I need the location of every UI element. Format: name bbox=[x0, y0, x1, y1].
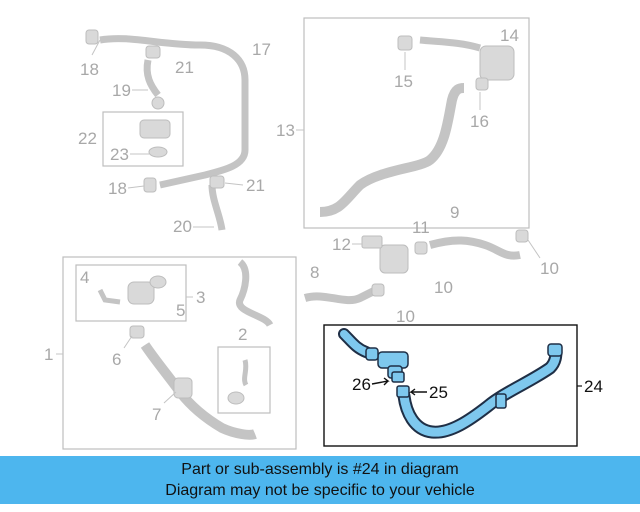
callout-6: 6 bbox=[112, 350, 121, 369]
callout-7: 7 bbox=[152, 405, 161, 424]
callout-16: 16 bbox=[470, 112, 489, 131]
callout-13: 13 bbox=[276, 121, 295, 140]
upper-left-hose-group bbox=[85, 29, 249, 231]
callout-3: 3 bbox=[196, 288, 205, 307]
callout-23: 23 bbox=[110, 145, 129, 164]
callout-11: 11 bbox=[412, 218, 430, 237]
clamp-18-top bbox=[85, 29, 99, 45]
callout-18b: 18 bbox=[108, 179, 127, 198]
callout-26: 26 bbox=[352, 375, 371, 394]
hose-13 bbox=[319, 35, 515, 217]
callout-1: 1 bbox=[44, 345, 53, 364]
callout-4: 4 bbox=[80, 268, 89, 287]
callout-21a: 21 bbox=[175, 58, 194, 77]
callout-14: 14 bbox=[500, 26, 519, 45]
clamp-25 bbox=[396, 385, 410, 398]
info-banner: Part or sub-assembly is #24 in diagram D… bbox=[0, 456, 640, 504]
callout-22: 22 bbox=[78, 129, 97, 148]
callout-10c: 10 bbox=[396, 307, 415, 326]
callout-10b: 10 bbox=[434, 278, 453, 297]
callout-19: 19 bbox=[112, 81, 131, 100]
clamp-21-bottom bbox=[209, 175, 225, 189]
callout-9: 9 bbox=[450, 203, 459, 222]
box-2 bbox=[217, 346, 271, 414]
callout-18a: 18 bbox=[80, 60, 99, 79]
middle-hoses bbox=[303, 229, 529, 305]
callout-2: 2 bbox=[238, 325, 247, 344]
callout-20: 20 bbox=[173, 217, 192, 236]
callout-15: 15 bbox=[394, 72, 413, 91]
clamp-21-top bbox=[145, 45, 161, 59]
callout-17: 17 bbox=[252, 40, 271, 59]
box-1 bbox=[62, 256, 297, 450]
parts-diagram: 18 21 17 19 22 23 18 21 20 13 14 15 16 9… bbox=[44, 17, 603, 450]
box-3 bbox=[75, 264, 187, 322]
banner-line-2: Diagram may not be specific to your vehi… bbox=[165, 482, 475, 499]
callout-8: 8 bbox=[310, 263, 319, 282]
box-13 bbox=[303, 17, 530, 229]
box-22 bbox=[102, 111, 184, 167]
callout-24: 24 bbox=[584, 377, 603, 396]
arrow-25 bbox=[408, 388, 427, 396]
banner-line-1: Part or sub-assembly is #24 in diagram bbox=[181, 461, 459, 478]
callout-5: 5 bbox=[176, 301, 185, 320]
clamp-26 bbox=[391, 371, 405, 383]
pump-23 bbox=[139, 119, 171, 158]
callout-21b: 21 bbox=[246, 176, 265, 195]
hose-24 bbox=[338, 328, 563, 439]
callout-10a: 10 bbox=[540, 259, 559, 278]
callout-25: 25 bbox=[429, 383, 448, 402]
arrow-26 bbox=[371, 377, 390, 386]
clamp-18-bottom bbox=[143, 177, 157, 193]
callout-12: 12 bbox=[332, 235, 351, 254]
lower-left-parts bbox=[97, 259, 274, 440]
